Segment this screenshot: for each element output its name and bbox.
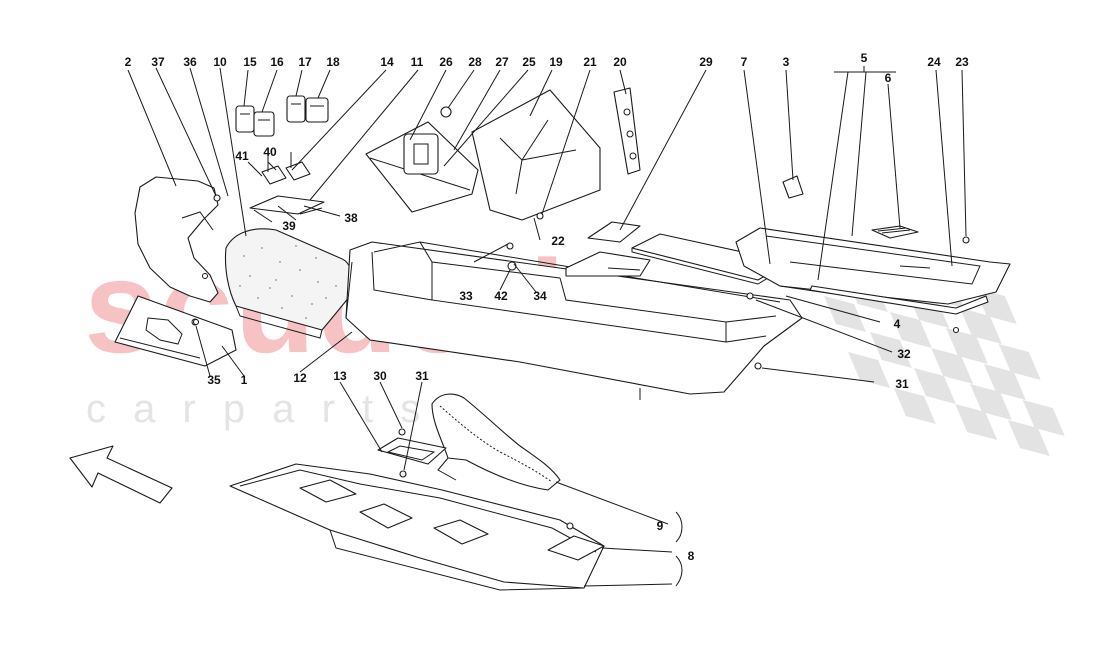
callout-26: 26 [439,55,453,69]
callout-42: 42 [494,289,508,303]
callout-19: 19 [549,55,563,69]
part-9-handbrake-boot [431,393,561,491]
flag-square [848,352,890,388]
flag-square [959,308,1002,344]
flag-square [1022,400,1065,436]
parts-15-18-switches [235,95,329,137]
callout-17: 17 [298,55,312,69]
flag-square [983,364,1026,400]
callout-25: 25 [522,55,536,69]
callout-6: 6 [885,71,892,85]
part-2-front-cover [134,176,219,303]
leader-lines [127,66,967,587]
callout-28: 28 [468,55,482,69]
callout-9: 9 [657,519,664,533]
callout-31-right: 31 [895,377,909,391]
part-12-console-body [345,241,803,400]
flag-square [913,368,956,404]
part-6-vent-insert [871,225,931,269]
flag-square [931,348,974,384]
callout-14: 14 [380,55,394,69]
checkered-flag-watermark [800,240,1065,456]
callout-32: 32 [897,347,911,361]
callout-18: 18 [326,55,340,69]
fasteners [192,194,970,530]
flag-square [824,296,866,332]
callout-15: 15 [243,55,257,69]
flag-square [893,388,936,424]
callout-20: 20 [613,55,627,69]
callout-24: 24 [927,55,941,69]
callout-21: 21 [583,55,597,69]
callout-2: 2 [125,55,132,69]
part-26-tray [365,106,479,213]
flag-square [998,344,1041,380]
callout-33: 33 [459,289,473,303]
callout-11: 11 [411,55,424,69]
callout-23: 23 [955,55,969,69]
callout-labels: 2 37 36 10 15 16 17 18 14 11 26 28 27 25… [125,51,969,563]
callout-12: 12 [293,371,307,385]
callout-8: 8 [688,549,695,563]
flag-square [1007,420,1050,456]
part-8-lower-trim [229,463,605,591]
flag-square [869,332,912,368]
callout-35: 35 [207,373,221,387]
callout-36: 36 [183,55,197,69]
callout-10: 10 [213,55,227,69]
callout-16: 16 [270,55,284,69]
flag-square [889,312,932,348]
callout-3: 3 [783,55,790,69]
callout-4: 4 [894,317,901,331]
direction-arrow [69,445,173,504]
flag-square [946,328,989,364]
part-19-cross-plate [471,89,601,221]
callout-38: 38 [344,211,358,225]
callout-27: 27 [495,55,509,69]
callout-39: 39 [282,219,296,233]
callout-5: 5 [861,51,868,65]
callout-7: 7 [741,55,748,69]
callout-37: 37 [151,55,165,69]
callout-29: 29 [699,55,713,69]
flag-square [955,404,998,440]
callout-13: 13 [333,369,347,383]
part-13-small-tray [377,437,447,465]
watermark-tagline-text: c a r p a r t s [86,387,428,431]
callout-41: 41 [235,149,249,163]
callout-30: 30 [373,369,387,383]
part-4-armrest-base [735,227,1011,315]
callout-1: 1 [241,373,248,387]
part-20-trim-strip [613,87,641,175]
part-1-lower-bracket [114,295,237,367]
callout-31-lower: 31 [415,369,429,383]
parts-38-41-brackets [249,152,325,223]
callout-22: 22 [551,234,565,248]
flag-square [970,384,1013,420]
part-3-bracket [782,175,804,199]
callout-34: 34 [533,289,547,303]
callout-40: 40 [263,145,277,159]
